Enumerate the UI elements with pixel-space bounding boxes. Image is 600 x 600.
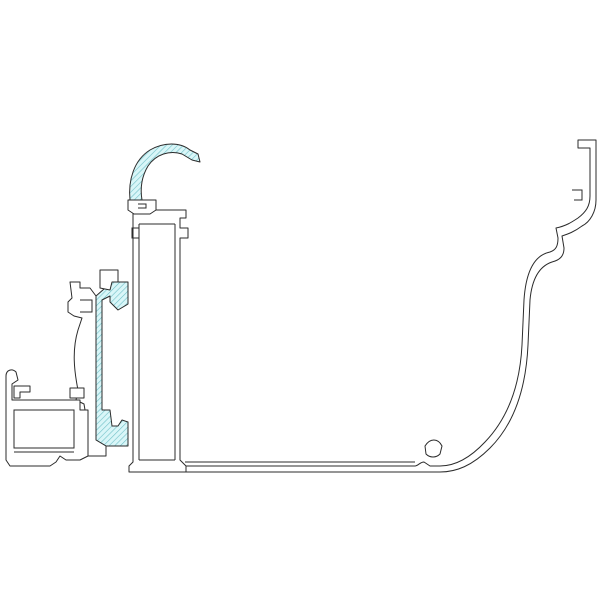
side-insert-strip: [95, 281, 129, 447]
left-cladding-fin: [99, 269, 119, 291]
vertical-post-slot: [131, 227, 139, 239]
left-sill-tab: [69, 387, 85, 399]
vertical-post-outline: [128, 209, 189, 473]
left-cladding-notch: [80, 299, 93, 313]
top-clip-insert: [129, 143, 201, 201]
top-clip-foot-detail: [138, 203, 147, 209]
floor-drip-detail: [424, 439, 443, 458]
left-sill-inner-chamber: [13, 409, 75, 449]
gutter-body-outline: [184, 139, 597, 473]
left-sill-outline: [5, 369, 89, 467]
left-sill-clip: [13, 385, 31, 399]
gutter-hook-detail: [572, 189, 583, 201]
vertical-post-inner-wall: [138, 223, 176, 461]
top-clip-foot: [127, 199, 157, 215]
